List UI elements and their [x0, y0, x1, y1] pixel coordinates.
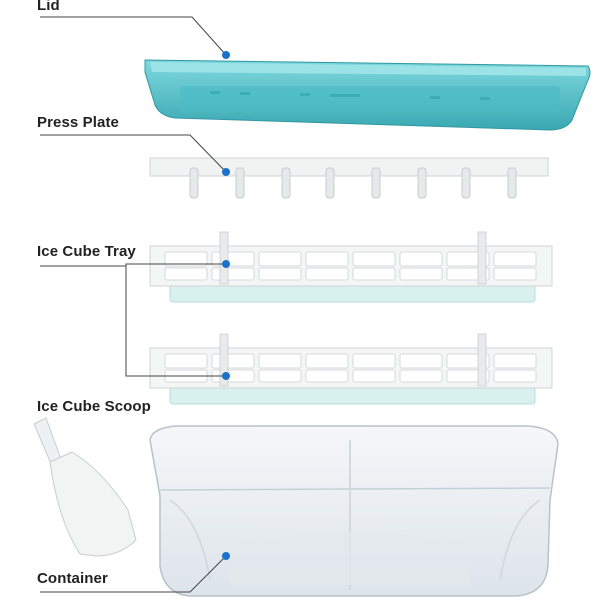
press-plate-leader	[40, 134, 227, 173]
tray-bottom-pointer-dot	[222, 372, 230, 380]
pointer-dots	[222, 51, 230, 560]
container-label: Container	[37, 570, 108, 587]
tray-leader-bottom	[125, 266, 226, 377]
container-leader	[40, 555, 227, 593]
ice-cube-tray-label: Ice Cube Tray	[37, 243, 136, 260]
ice-cube-tray-top	[149, 231, 553, 303]
ice-cube-tray-bottom	[149, 333, 553, 405]
ice-cube-scoop-part	[33, 417, 137, 557]
container-pointer-dot	[222, 552, 230, 560]
lid-part	[144, 59, 591, 131]
press-plate-pointer-dot	[222, 168, 230, 176]
lid-label: Lid	[37, 0, 60, 14]
tray-leader-top	[40, 263, 226, 267]
lid-leader	[40, 16, 227, 56]
leader-lines	[40, 16, 227, 593]
lid-pointer-dot	[222, 51, 230, 59]
press-plate-label: Press Plate	[37, 114, 119, 131]
container-part	[149, 425, 559, 597]
press-plate-part	[149, 157, 549, 199]
tray-top-pointer-dot	[222, 260, 230, 268]
ice-cube-scoop-label: Ice Cube Scoop	[37, 398, 151, 415]
